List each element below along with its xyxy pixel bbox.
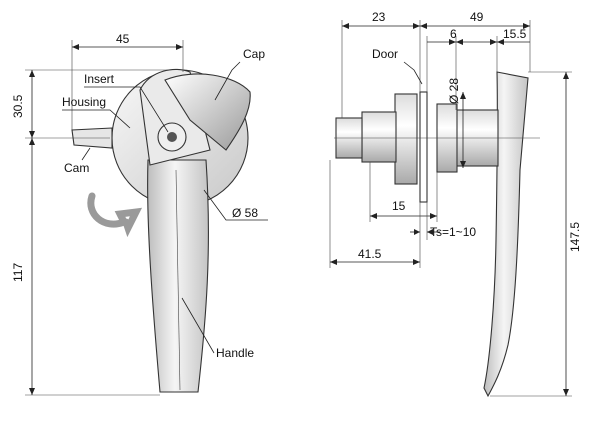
dim-6: 6 [450, 27, 457, 41]
label-cap: Cap [243, 47, 265, 61]
dim-23: 23 [372, 10, 386, 24]
front-view-labels: Cap Insert Housing Cam Handle [62, 47, 265, 360]
dim-15: 15 [392, 199, 406, 213]
keyhole-icon [167, 132, 177, 142]
label-door: Door [372, 47, 398, 61]
dim-41-5: 41.5 [358, 247, 382, 261]
dim-117: 117 [11, 263, 25, 282]
threaded-shank [361, 111, 397, 163]
dim-diameter-28: Ø 28 [447, 78, 461, 104]
label-cam: Cam [64, 161, 89, 175]
front-view [71, 68, 251, 393]
label-handle: Handle [216, 346, 254, 360]
label-housing: Housing [62, 95, 106, 109]
label-insert: Insert [84, 72, 115, 86]
door-plate [419, 91, 428, 203]
side-view-dimensions: 23 49 6 15.5 Door Ø 28 15 Ts=1~10 [329, 10, 582, 397]
dim-diameter-58: Ø 58 [232, 206, 258, 220]
dim-thickness: Ts=1~10 [430, 225, 476, 239]
dim-15-5: 15.5 [503, 27, 527, 41]
front-view-dimensions: 45 30.5 117 Ø 58 [11, 32, 268, 396]
dim-147-5: 147.5 [568, 222, 582, 252]
cap-part [164, 73, 251, 151]
dim-45: 45 [116, 32, 130, 46]
dim-30-5: 30.5 [11, 94, 25, 118]
big-nut [394, 93, 418, 185]
dim-49: 49 [470, 10, 484, 24]
side-view [334, 71, 540, 398]
side-handle-part [483, 71, 529, 398]
rotation-arrow-icon [87, 192, 143, 238]
